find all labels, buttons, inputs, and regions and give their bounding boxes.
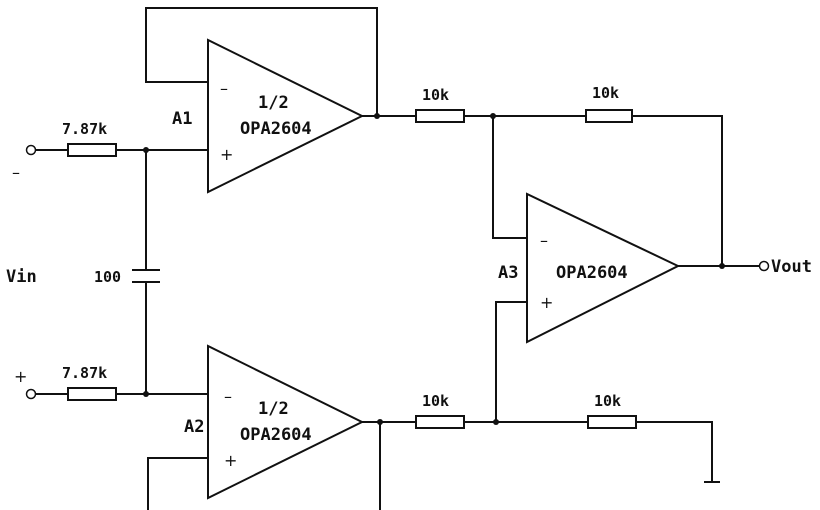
junctions — [143, 113, 725, 425]
vin-plus-terminal — [25, 388, 37, 400]
a3-plus-wire — [495, 301, 528, 423]
op-amp-a3: – + OPA2604 A3 — [498, 192, 681, 344]
a2-triangle — [207, 344, 365, 500]
junction-dot — [493, 419, 499, 425]
a3-minus-wire — [492, 115, 528, 239]
junction-dot — [143, 391, 149, 397]
a1-part-number: OPA2604 — [240, 119, 312, 139]
op-amp-a2: – + 1/2 OPA2604 A2 — [184, 344, 365, 500]
vin-minus-label: – — [12, 163, 20, 182]
a1-plus-sign: + — [220, 145, 233, 164]
resistor-bottom-2-label: 10k — [594, 392, 621, 410]
terminals: – Vin + Vout — [6, 144, 812, 400]
capacitor: 100 — [94, 268, 160, 286]
resistor-in-top-label: 7.87k — [62, 120, 107, 138]
resistor-bottom-2 — [587, 415, 637, 429]
vout-label: Vout — [771, 257, 812, 277]
resistor-bottom-1 — [415, 415, 465, 429]
a1-minus-sign: – — [220, 79, 228, 98]
top-right-wire — [631, 115, 723, 267]
wires — [35, 7, 761, 510]
junction-dot — [143, 147, 149, 153]
a3-designator: A3 — [498, 263, 518, 283]
resistor-bottom-1-label: 10k — [422, 392, 449, 410]
op-amp-a1: – + 1/2 OPA2604 A1 — [172, 38, 365, 194]
a2-minus-sign: – — [224, 387, 232, 406]
vin-label: Vin — [6, 267, 37, 287]
a2-plus-wire — [147, 457, 209, 510]
vin-minus-terminal — [25, 144, 37, 156]
resistor-in-bottom — [67, 387, 117, 401]
a2-fraction: 1/2 — [258, 399, 289, 419]
resistor-top-1 — [415, 109, 465, 123]
a2-designator: A2 — [184, 417, 204, 437]
a3-minus-sign: – — [540, 231, 548, 250]
a2-part-number: OPA2604 — [240, 425, 312, 445]
vin-plus-label: + — [14, 367, 27, 386]
junction-dot — [377, 419, 383, 425]
resistor-top-2-label: 10k — [592, 84, 619, 102]
resistor-top-2 — [585, 109, 633, 123]
junction-dot — [719, 263, 725, 269]
a1-triangle — [207, 38, 365, 194]
a2-plus-sign: + — [224, 451, 237, 470]
resistors: 7.87k 7.87k 10k 10k 10k 10k — [62, 84, 637, 429]
ground-wire — [635, 421, 713, 481]
a1-designator: A1 — [172, 109, 192, 129]
resistor-in-top — [67, 143, 117, 157]
a1-fraction: 1/2 — [258, 93, 289, 113]
capacitor-label: 100 — [94, 268, 121, 286]
a3-plus-sign: + — [540, 293, 553, 312]
junction-dot — [374, 113, 380, 119]
a1-feedback-wire — [145, 7, 378, 117]
resistor-in-bottom-label: 7.87k — [62, 364, 107, 382]
resistor-top-1-label: 10k — [422, 86, 449, 104]
a3-part-number: OPA2604 — [556, 263, 628, 283]
junction-dot — [490, 113, 496, 119]
a3-triangle — [526, 192, 681, 344]
vout-terminal — [758, 260, 770, 272]
